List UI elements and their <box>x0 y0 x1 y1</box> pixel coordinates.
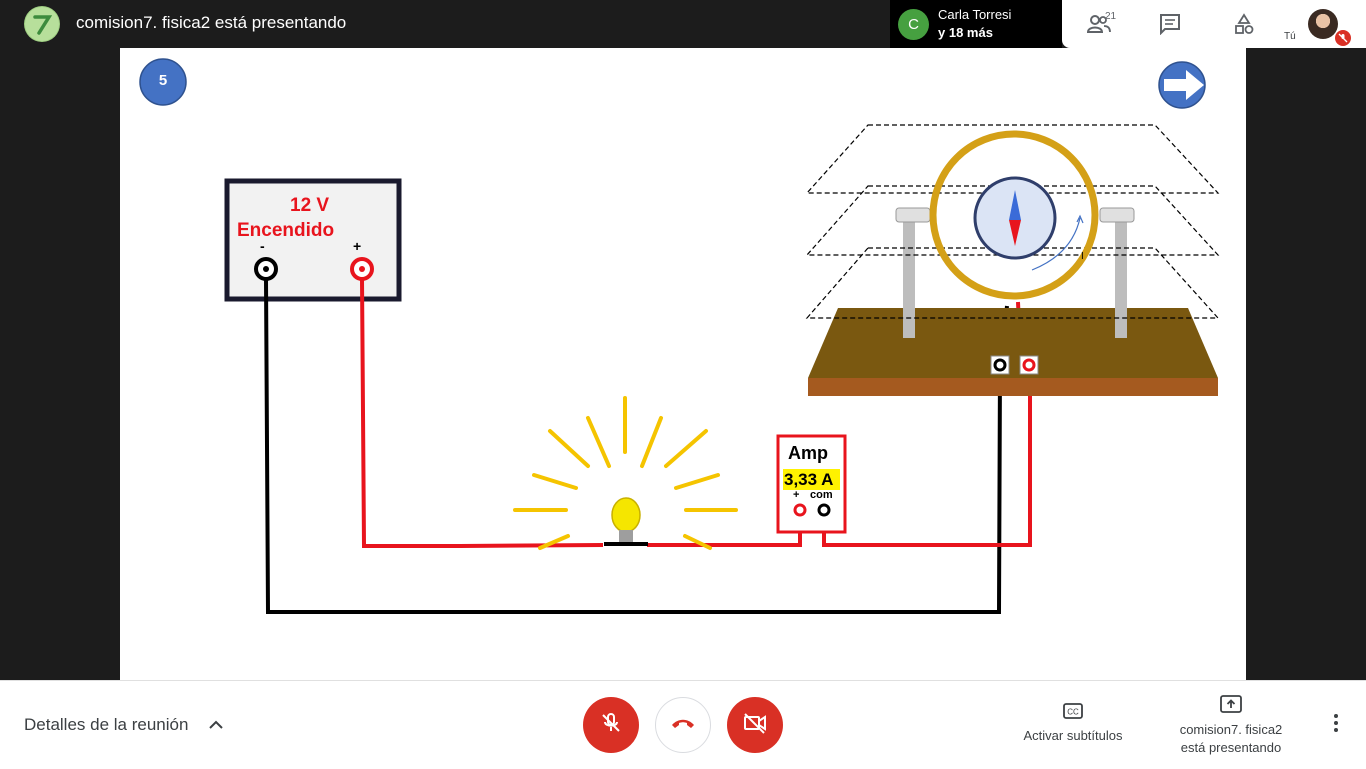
self-label: Tú <box>1284 31 1296 42</box>
slide-number-badge <box>139 58 187 106</box>
participants-count: 21 <box>1105 11 1117 22</box>
negative-sign: - <box>260 238 265 254</box>
coil-apparatus <box>805 124 1220 396</box>
ammeter-com: com <box>810 489 833 501</box>
power-supply <box>224 178 402 302</box>
presenting-title: comision7. fisica2 está presentando <box>76 13 347 32</box>
slide-number: 5 <box>158 72 168 89</box>
circuit-diagram <box>139 58 1220 614</box>
speaker-others: y 18 más <box>938 25 993 40</box>
mic-off-badge-icon <box>1335 30 1351 46</box>
meeting-tools <box>1062 0 1280 48</box>
presenting-line2: está presentando <box>1180 740 1282 755</box>
ammeter-reading: 3,33 A <box>784 470 834 489</box>
mic-toggle-button[interactable] <box>583 697 639 753</box>
captions-icon: CC <box>1013 703 1133 722</box>
presentation-stage: 5 12 V Encendido - + Amp 3,33 A + com I <box>120 48 1246 680</box>
leave-call-button[interactable] <box>655 697 711 753</box>
ammeter <box>776 434 847 534</box>
captions-label: Activar subtítulos <box>1023 728 1123 743</box>
people-icon[interactable] <box>1085 10 1113 38</box>
active-speaker-card[interactable]: C Carla Torresi y 18 más <box>890 0 1062 48</box>
svg-text:CC: CC <box>1067 708 1079 717</box>
more-vert-icon[interactable] <box>1326 711 1346 735</box>
present-icon <box>1166 695 1296 716</box>
chat-icon[interactable] <box>1156 10 1184 38</box>
current-label: I <box>1081 251 1084 262</box>
top-bar: comision7. fisica2 está presentando C Ca… <box>0 0 1366 48</box>
captions-button[interactable]: CC Activar subtítulos <box>1013 703 1133 743</box>
speaker-name: Carla Torresi <box>938 7 1012 22</box>
meet-logo-icon <box>24 6 60 42</box>
next-arrow-icon <box>1158 61 1206 109</box>
ammeter-title: Amp <box>788 443 828 463</box>
self-avatar <box>1308 9 1338 39</box>
ammeter-plus: + <box>793 489 800 501</box>
hang-up-icon <box>670 716 696 735</box>
light-bulb <box>513 396 738 550</box>
chevron-up-icon[interactable] <box>208 717 224 735</box>
voltage-label: 12 V <box>290 195 330 216</box>
presenting-button[interactable]: comision7. fisica2 está presentando <box>1166 695 1296 757</box>
camera-toggle-button[interactable] <box>727 697 783 753</box>
power-state-label: Encendido <box>237 220 335 241</box>
bottom-bar: Detalles de la reunión <box>0 680 1366 769</box>
presenting-line1: comision7. fisica2 <box>1179 722 1283 737</box>
meeting-details-button[interactable]: Detalles de la reunión <box>24 715 189 734</box>
positive-sign: + <box>353 238 362 254</box>
self-tile[interactable]: Tú <box>1280 0 1366 48</box>
activities-icon[interactable] <box>1230 10 1258 38</box>
mic-off-icon <box>599 711 623 740</box>
speaker-avatar: C <box>898 9 929 40</box>
camera-off-icon <box>742 711 768 740</box>
